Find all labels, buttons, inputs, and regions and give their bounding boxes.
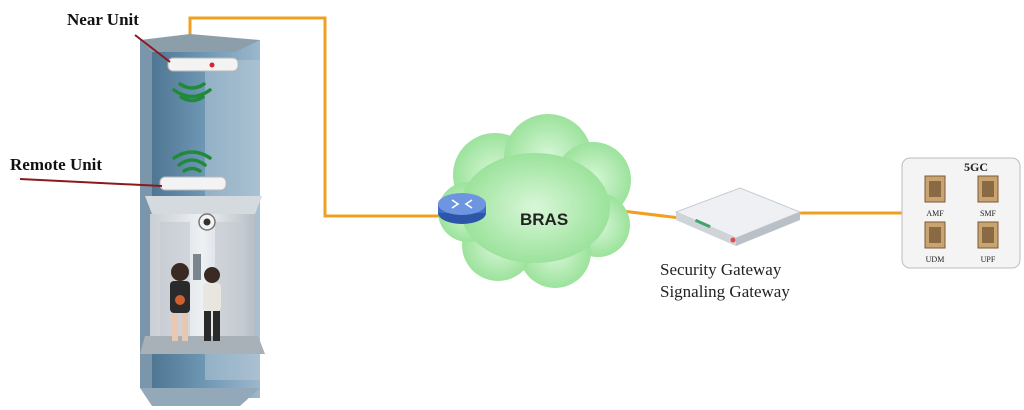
passengers bbox=[170, 263, 221, 341]
security-gateway-label: Security Gateway bbox=[660, 260, 782, 279]
near-unit-label: Near Unit bbox=[67, 10, 139, 29]
server-icon bbox=[924, 221, 946, 249]
network-function-upf: UPF bbox=[980, 255, 996, 264]
wifi-signal-icon bbox=[172, 82, 212, 103]
gateway-device-icon bbox=[674, 187, 802, 246]
router-icon bbox=[438, 193, 486, 224]
near-unit-device bbox=[167, 57, 239, 72]
server-icon bbox=[977, 221, 999, 249]
signaling-gateway-label: Signaling Gateway bbox=[660, 282, 790, 301]
network-function-amf: AMF bbox=[926, 209, 944, 218]
link-near-unit-to-bras bbox=[188, 16, 445, 218]
elevator-cabin bbox=[140, 196, 265, 354]
remote-unit-device bbox=[159, 176, 227, 191]
link-bras-to-gateway bbox=[621, 209, 681, 220]
remote-unit-pointer bbox=[19, 178, 163, 187]
link-lines bbox=[188, 16, 905, 220]
core-title: 5GC bbox=[964, 160, 988, 174]
network-function-udm: UDM bbox=[925, 255, 945, 264]
server-icon bbox=[924, 175, 946, 203]
network-function-smf: SMF bbox=[979, 209, 996, 218]
server-icon bbox=[977, 175, 999, 203]
wifi-signal-icon bbox=[172, 150, 212, 173]
remote-unit-label: Remote Unit bbox=[10, 155, 103, 174]
bras-label: BRAS bbox=[520, 210, 569, 229]
near-unit-pointer bbox=[134, 34, 171, 63]
